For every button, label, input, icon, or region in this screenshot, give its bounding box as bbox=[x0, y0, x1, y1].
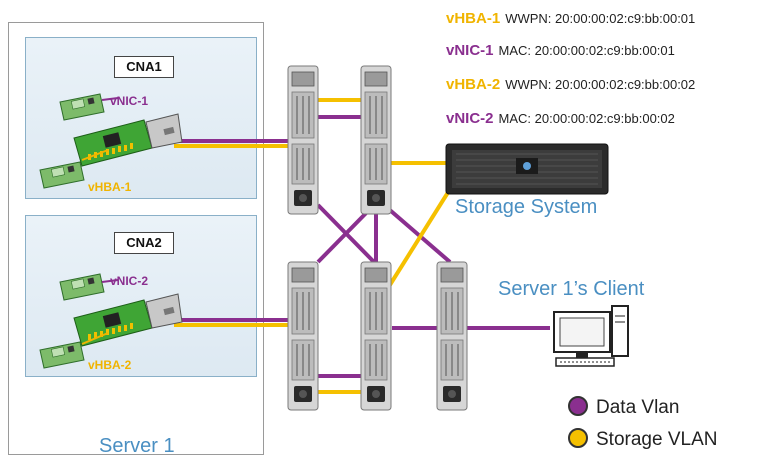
storage-system-label: Storage System bbox=[455, 196, 598, 218]
info-line-vhba1: vHBA-1 WWPN: 20:00:00:02:c9:bb:00:01 bbox=[446, 10, 695, 27]
data-vlan-cables bbox=[174, 115, 550, 378]
lan-switch bbox=[436, 261, 468, 411]
info-kind: WWPN: bbox=[505, 77, 552, 92]
info-kind: MAC: bbox=[498, 43, 532, 58]
info-value: 20:00:00:02:c9:bb:00:02 bbox=[555, 77, 696, 92]
cna1-hardware bbox=[39, 93, 183, 189]
info-tag: vNIC-2 bbox=[446, 110, 494, 127]
legend-label: Storage VLAN bbox=[596, 429, 718, 450]
storage-array bbox=[445, 143, 609, 195]
vhba2-label: vHBA-2 bbox=[88, 358, 132, 372]
legend-swatch-purple bbox=[568, 396, 588, 416]
info-kind: MAC: bbox=[498, 111, 532, 126]
info-line-vnic1: vNIC-1 MAC: 20:00:00:02:c9:bb:00:01 bbox=[446, 42, 675, 59]
vhba1-label: vHBA-1 bbox=[88, 180, 132, 194]
cna1-label: CNA1 bbox=[114, 56, 174, 78]
legend-label: Data Vlan bbox=[596, 397, 680, 418]
info-line-vnic2: vNIC-2 MAC: 20:00:00:02:c9:bb:00:02 bbox=[446, 110, 675, 127]
client-label: Server 1’s Client bbox=[498, 278, 645, 300]
info-tag: vHBA-1 bbox=[446, 10, 501, 27]
legend-swatch-yellow bbox=[568, 428, 588, 448]
info-value: 20:00:00:02:c9:bb:00:01 bbox=[534, 43, 675, 58]
cna2-label: CNA2 bbox=[114, 232, 174, 254]
fabric-switch-bottom-left bbox=[287, 261, 319, 411]
fabric-switch-top-right bbox=[360, 65, 392, 215]
vnic2-label: vNIC-2 bbox=[110, 274, 149, 288]
vnic1-label: vNIC-1 bbox=[110, 94, 149, 108]
server-label: Server 1 bbox=[99, 435, 175, 457]
legend-storage-vlan: Storage VLAN bbox=[568, 428, 717, 451]
info-line-vhba2: vHBA-2 WWPN: 20:00:00:02:c9:bb:00:02 bbox=[446, 76, 695, 93]
storage-vlan-cables bbox=[174, 98, 454, 394]
info-value: 20:00:00:02:c9:bb:00:02 bbox=[534, 111, 675, 126]
fabric-switch-bottom-right bbox=[360, 261, 392, 411]
fabric-switch-top-left bbox=[287, 65, 319, 215]
info-value: 20:00:00:02:c9:bb:00:01 bbox=[555, 11, 696, 26]
cna2-hardware bbox=[39, 273, 183, 369]
info-tag: vHBA-2 bbox=[446, 76, 501, 93]
legend-data-vlan: Data Vlan bbox=[568, 396, 679, 419]
info-tag: vNIC-1 bbox=[446, 42, 494, 59]
client-computer-icon bbox=[553, 305, 629, 367]
info-kind: WWPN: bbox=[505, 11, 552, 26]
